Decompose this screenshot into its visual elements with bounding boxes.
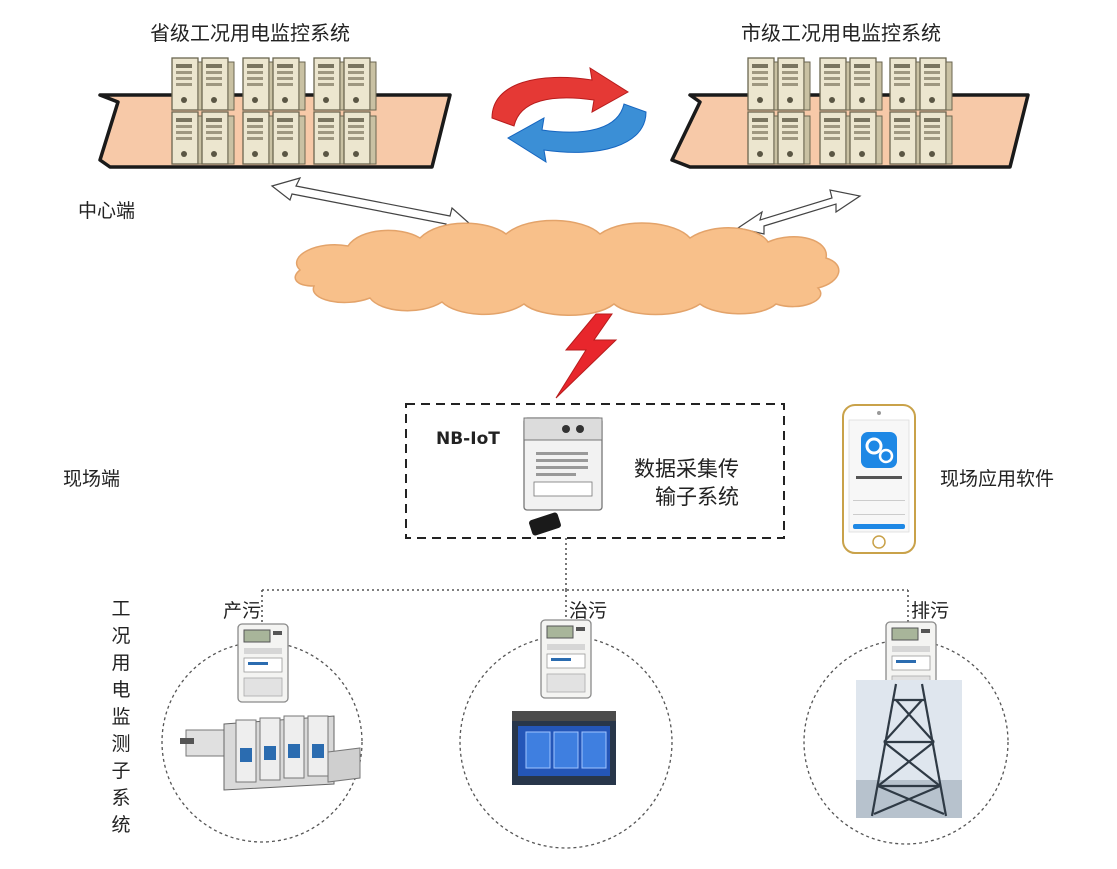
monitor-subsystem-label: 工况用电监测子系统	[111, 598, 131, 836]
lightning-bolt-icon	[555, 313, 618, 399]
pollution-treatment-equipment-icon	[512, 711, 616, 785]
field-app-label: 现场应用软件	[940, 468, 1055, 490]
nb-iot-gateway-icon	[523, 417, 603, 536]
discharge-pollution-circle	[803, 639, 1009, 845]
data-subsystem-label-line1: 数据采集传	[634, 457, 739, 481]
treat-electric-meter-icon	[540, 619, 592, 699]
field-connection-lines	[261, 538, 909, 626]
produce-electric-meter-icon	[237, 623, 289, 703]
smartphone-icon	[842, 404, 916, 554]
discharge-tower-icon	[856, 680, 962, 818]
data-acquisition-box	[405, 403, 785, 539]
center-side-label: 中心端	[78, 200, 136, 222]
city-cloud-double-arrow	[736, 189, 862, 235]
provincial-system-label: 省级工况用电监控系统	[150, 21, 350, 45]
discharge-pollution-label: 排污	[911, 600, 950, 622]
sync-arrows-icon	[491, 66, 647, 164]
provincial-cloud-double-arrow	[270, 177, 472, 233]
data-subsystem-label-line2: 输子系统	[655, 485, 739, 509]
city-system-label: 市级工况用电监控系统	[741, 21, 941, 45]
field-side-label: 现场端	[63, 468, 121, 490]
produce-pollution-label: 产污	[223, 600, 262, 622]
printing-press-icon	[180, 715, 361, 791]
nb-iot-label: NB-IoT	[436, 429, 500, 449]
network-cloud	[294, 219, 840, 316]
treat-pollution-label: 治污	[569, 600, 608, 622]
